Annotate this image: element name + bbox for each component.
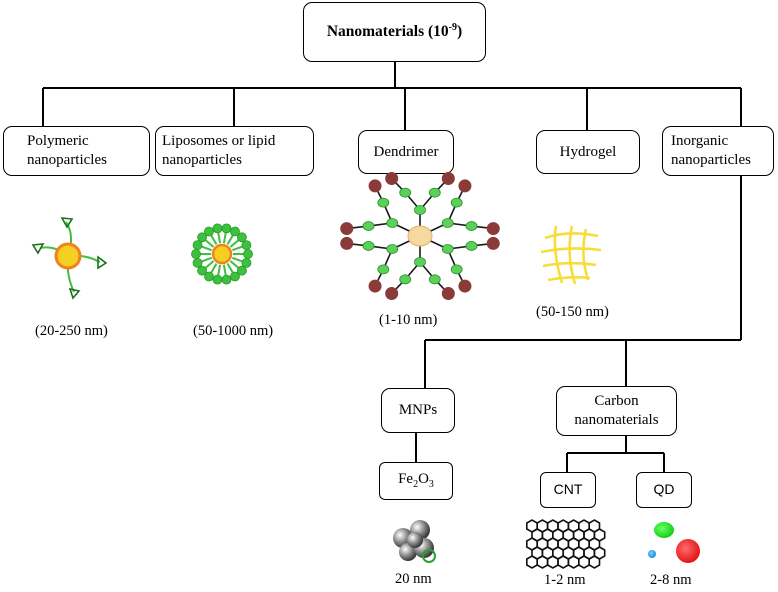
fe2o3-label: Fe2O3 bbox=[398, 471, 434, 491]
polymeric-line2: nanoparticles bbox=[27, 151, 107, 168]
carbon-line2: nanomaterials bbox=[574, 412, 659, 428]
polymeric-size: (20-250 nm) bbox=[35, 323, 108, 339]
liposomes-line2: nanoparticles bbox=[162, 151, 242, 168]
hydrogel-node: Hydrogel bbox=[536, 130, 640, 174]
carbon-node: Carbon nanomaterials bbox=[556, 386, 677, 436]
liposomes-line1: Liposomes or lipid bbox=[162, 133, 276, 149]
root-node: Nanomaterials (10-9) bbox=[303, 2, 486, 62]
dendrimer-illustration bbox=[340, 171, 500, 301]
fe2o3-size: 20 nm bbox=[395, 571, 432, 587]
hydrogel-label: Hydrogel bbox=[559, 143, 617, 160]
inorganic-line2: nanoparticles bbox=[671, 151, 751, 168]
liposome-illustration bbox=[191, 223, 253, 285]
cnt-node: CNT bbox=[540, 472, 596, 508]
liposomes-node: Liposomes or lipid nanoparticles bbox=[155, 126, 314, 176]
liposomes-size: (50-1000 nm) bbox=[193, 323, 274, 339]
inorganic-node: Inorganic nanoparticles bbox=[662, 126, 774, 176]
qd-size: 2-8 nm bbox=[650, 572, 692, 588]
mnps-label: MNPs bbox=[398, 402, 438, 419]
cnt-label: CNT bbox=[553, 481, 583, 498]
polymeric-illustration bbox=[31, 217, 108, 300]
mnps-node: MNPs bbox=[381, 388, 455, 433]
polymeric-line1: Polymeric bbox=[27, 133, 89, 149]
qd-label: QD bbox=[653, 481, 675, 498]
dendrimer-label: Dendrimer bbox=[373, 143, 439, 160]
cnt-illustration bbox=[525, 519, 606, 569]
cnt-size: 1-2 nm bbox=[544, 572, 586, 588]
carbon-line1: Carbon bbox=[594, 392, 639, 409]
root-label: Nanomaterials (10-9) bbox=[326, 22, 463, 41]
qd-node: QD bbox=[636, 472, 692, 508]
dendrimer-size: (1-10 nm) bbox=[379, 312, 438, 328]
dendrimer-node: Dendrimer bbox=[358, 130, 454, 174]
fe2o3-node: Fe2O3 bbox=[379, 462, 453, 500]
inorganic-line1: Inorganic bbox=[671, 133, 729, 149]
fe2o3-illustration bbox=[393, 520, 436, 563]
polymeric-node: Polymeric nanoparticles bbox=[3, 126, 150, 176]
hydrogel-illustration bbox=[540, 225, 602, 285]
qd-illustration bbox=[648, 522, 700, 563]
hydrogel-size: (50-150 nm) bbox=[536, 304, 609, 320]
